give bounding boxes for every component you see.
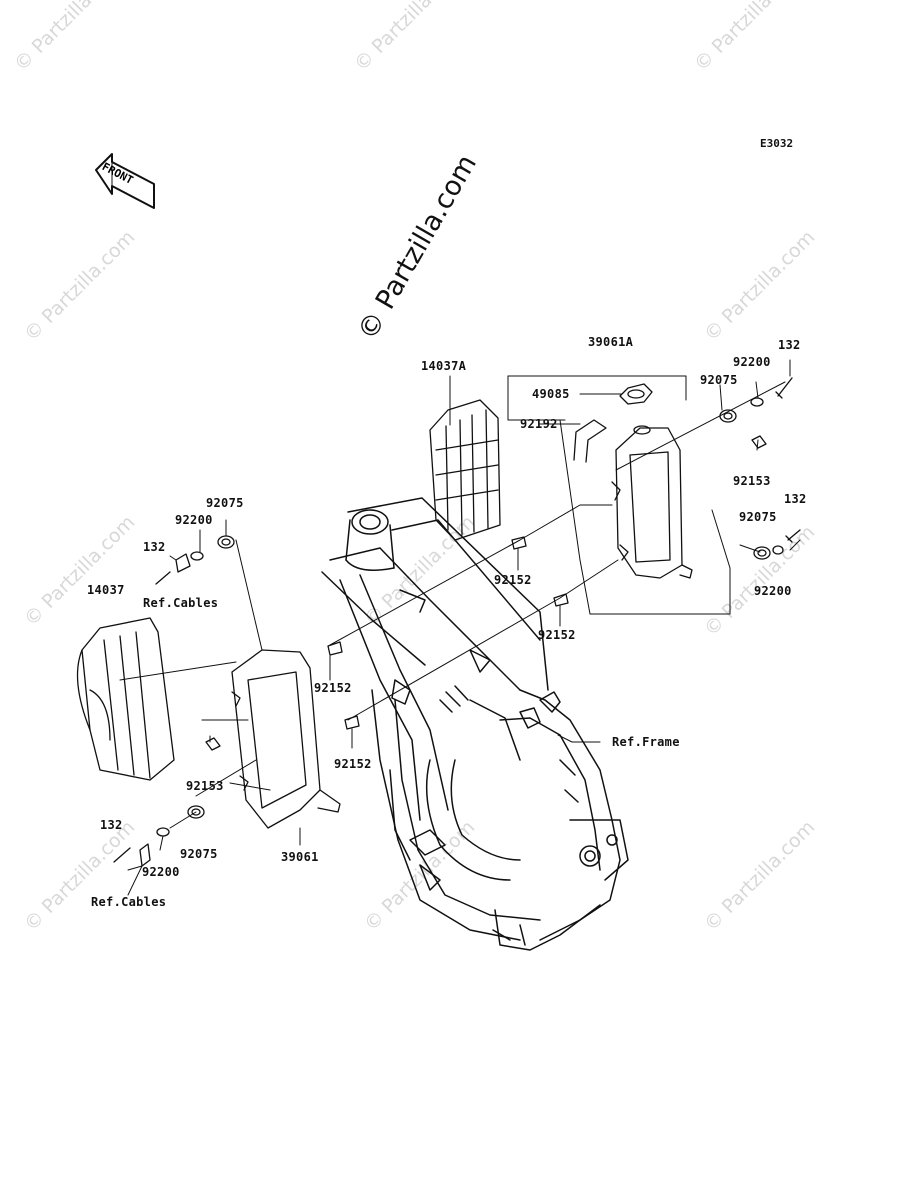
part-label-92152[interactable]: 92152 [538, 628, 576, 642]
front-arrow-icon [95, 153, 155, 209]
leader-lines [119, 359, 801, 896]
part-label-132[interactable]: 132 [100, 818, 123, 832]
hardware-drawing [113, 377, 801, 867]
part-label-92075[interactable]: 92075 [180, 847, 218, 861]
part-label-92200[interactable]: 92200 [142, 865, 180, 879]
part-label-92152[interactable]: 92152 [314, 681, 352, 695]
part-label-14037A[interactable]: 14037A [421, 359, 467, 373]
shroud-left-drawing [76, 617, 175, 781]
ref-cables-label[interactable]: Ref.Cables [143, 596, 219, 610]
part-label-39061[interactable]: 39061 [281, 850, 319, 864]
part-label-92075[interactable]: 92075 [206, 496, 244, 510]
part-label-92075[interactable]: 92075 [700, 373, 738, 387]
diagram-code: E3032 [760, 137, 794, 150]
ref-cables-label[interactable]: Ref.Cables [91, 895, 167, 909]
frame-drawing [321, 497, 629, 951]
shroud-right-drawing [429, 399, 501, 541]
part-label-49085[interactable]: 49085 [532, 387, 570, 401]
part-label-92153[interactable]: 92153 [733, 474, 771, 488]
part-label-92200[interactable]: 92200 [754, 584, 792, 598]
radiator-right-drawing [573, 383, 693, 579]
part-label-132[interactable]: 132 [143, 540, 166, 554]
part-label-92152[interactable]: 92152 [494, 573, 532, 587]
part-label-132[interactable]: 132 [784, 492, 807, 506]
part-label-14037[interactable]: 14037 [87, 583, 125, 597]
part-label-92153[interactable]: 92153 [186, 779, 224, 793]
part-label-132[interactable]: 132 [778, 338, 801, 352]
part-label-92152[interactable]: 92152 [334, 757, 372, 771]
part-label-39061A[interactable]: 39061A [588, 335, 634, 349]
part-label-92200[interactable]: 92200 [175, 513, 213, 527]
part-label-92075[interactable]: 92075 [739, 510, 777, 524]
ref-frame-label[interactable]: Ref.Frame [612, 735, 680, 749]
radiator-left-drawing [231, 649, 341, 829]
part-label-92200[interactable]: 92200 [733, 355, 771, 369]
part-label-92192[interactable]: 92192 [520, 417, 558, 431]
